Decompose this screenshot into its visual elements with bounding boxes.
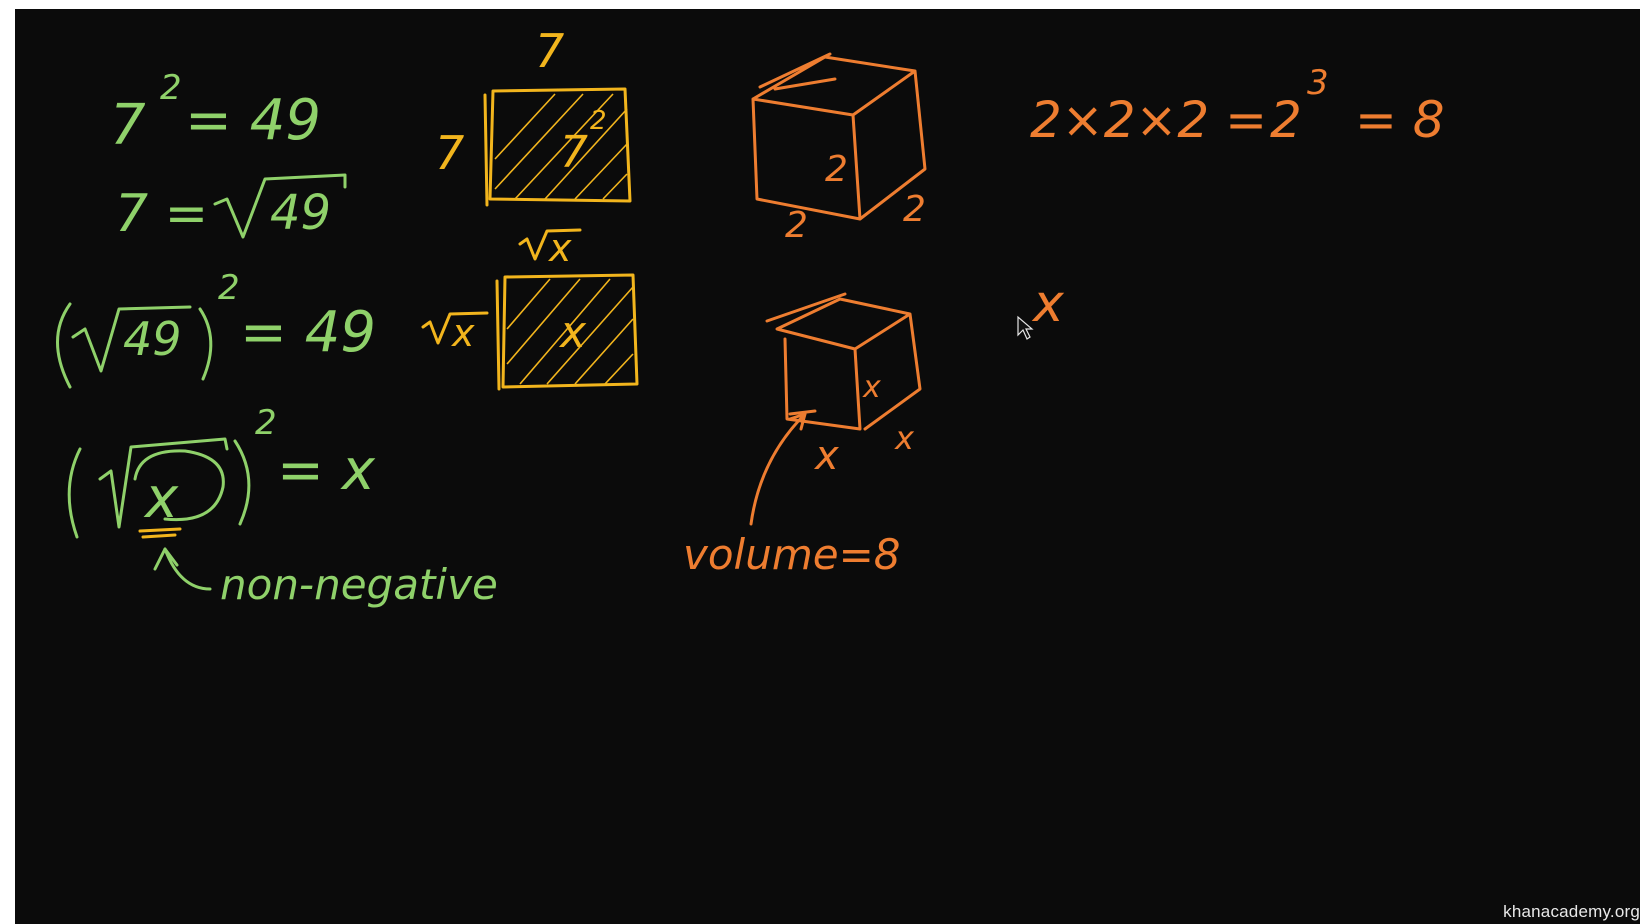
cube-depth-edge: 2 [903, 189, 926, 230]
non-negative-label: non-negative [220, 560, 498, 609]
cube-two: 2 2 2 [751, 52, 927, 246]
sqrt-square-inside: x [558, 307, 587, 358]
square-top-label: 7 [535, 24, 564, 78]
x-label-right: x [1031, 274, 1065, 334]
right-paren [233, 439, 251, 526]
square-hatching [494, 93, 628, 200]
cube-front-edge: 2 [825, 149, 848, 190]
equation-two-cubed: 2×2×2 = 2 3 = 8 [1030, 63, 1445, 149]
eq4-radicand: x [143, 466, 179, 531]
radical-sign-icon [518, 228, 582, 261]
cube-x: x x x volume=8 [683, 292, 922, 579]
non-negative-note: non-negative [153, 547, 498, 609]
radical-sign-icon [98, 437, 229, 529]
cube-bottom-edge: 2 [785, 205, 808, 246]
cube-outline [765, 292, 922, 431]
square-outline [483, 87, 632, 207]
eq1-exponent: 2 [160, 68, 182, 108]
left-paren [56, 302, 72, 389]
sqrt-square-top-label: x [548, 226, 572, 270]
right-paren [198, 307, 213, 381]
volume-label: volume=8 [683, 530, 901, 579]
circle-mark [133, 449, 225, 522]
eq-two-cubed-lhs: 2×2×2 = [1030, 91, 1267, 149]
square-outline [495, 273, 639, 391]
equation-seven-equals-root-49: 7 = 49 [115, 173, 347, 244]
cube-x-bottom: x [813, 433, 839, 479]
radical-sign-icon [71, 305, 192, 373]
eq4-rhs: = x [277, 438, 376, 503]
square-seven: 7 7 7 2 [435, 24, 632, 207]
square-inside-base: 7 [560, 127, 588, 178]
watermark-label: khanacademy.org [1503, 902, 1640, 921]
square-root-x: x x x [421, 226, 639, 391]
blackboard-canvas: 7 2 = 49 7 = 49 49 2 = 49 x 2 = x non-ne… [15, 9, 1640, 924]
eq4-exponent: 2 [255, 403, 277, 443]
eq2-lhs: 7 = [115, 184, 208, 244]
eq1-base: 7 [110, 93, 146, 158]
left-paren [67, 447, 82, 539]
arrow-icon [153, 547, 212, 591]
mouse-pointer-icon [1017, 315, 1034, 340]
underline-mark [138, 527, 182, 539]
eq-two-cubed-base: 2 [1270, 91, 1302, 149]
eq-two-cubed-exponent: 3 [1307, 63, 1329, 103]
square-inside-exponent: 2 [590, 106, 607, 136]
eq3-exponent: 2 [218, 268, 240, 308]
drawing-surface: 7 2 = 49 7 = 49 49 2 = 49 x 2 = x non-ne… [56, 24, 1445, 609]
square-hatching [506, 278, 634, 385]
sqrt-square-left-label: x [451, 311, 475, 355]
equation-seven-squared: 7 2 = 49 [110, 68, 321, 158]
eq1-rhs: = 49 [185, 88, 321, 153]
radical-sign-icon [213, 173, 347, 239]
square-left-label: 7 [435, 126, 464, 180]
cube-x-depth: x [894, 419, 915, 457]
equation-root-x-squared: x 2 = x [67, 403, 376, 539]
eq2-radicand: 49 [270, 185, 331, 241]
eq3-rhs: = 49 [240, 300, 376, 365]
eq3-radicand: 49 [123, 312, 182, 366]
equation-root-49-squared: 49 2 = 49 [56, 268, 376, 389]
eq-two-cubed-rhs: = 8 [1355, 91, 1445, 149]
cube-outline [751, 52, 927, 221]
cube-x-front: x [862, 370, 881, 405]
radical-sign-icon [421, 311, 489, 345]
arrow-icon [749, 412, 807, 526]
